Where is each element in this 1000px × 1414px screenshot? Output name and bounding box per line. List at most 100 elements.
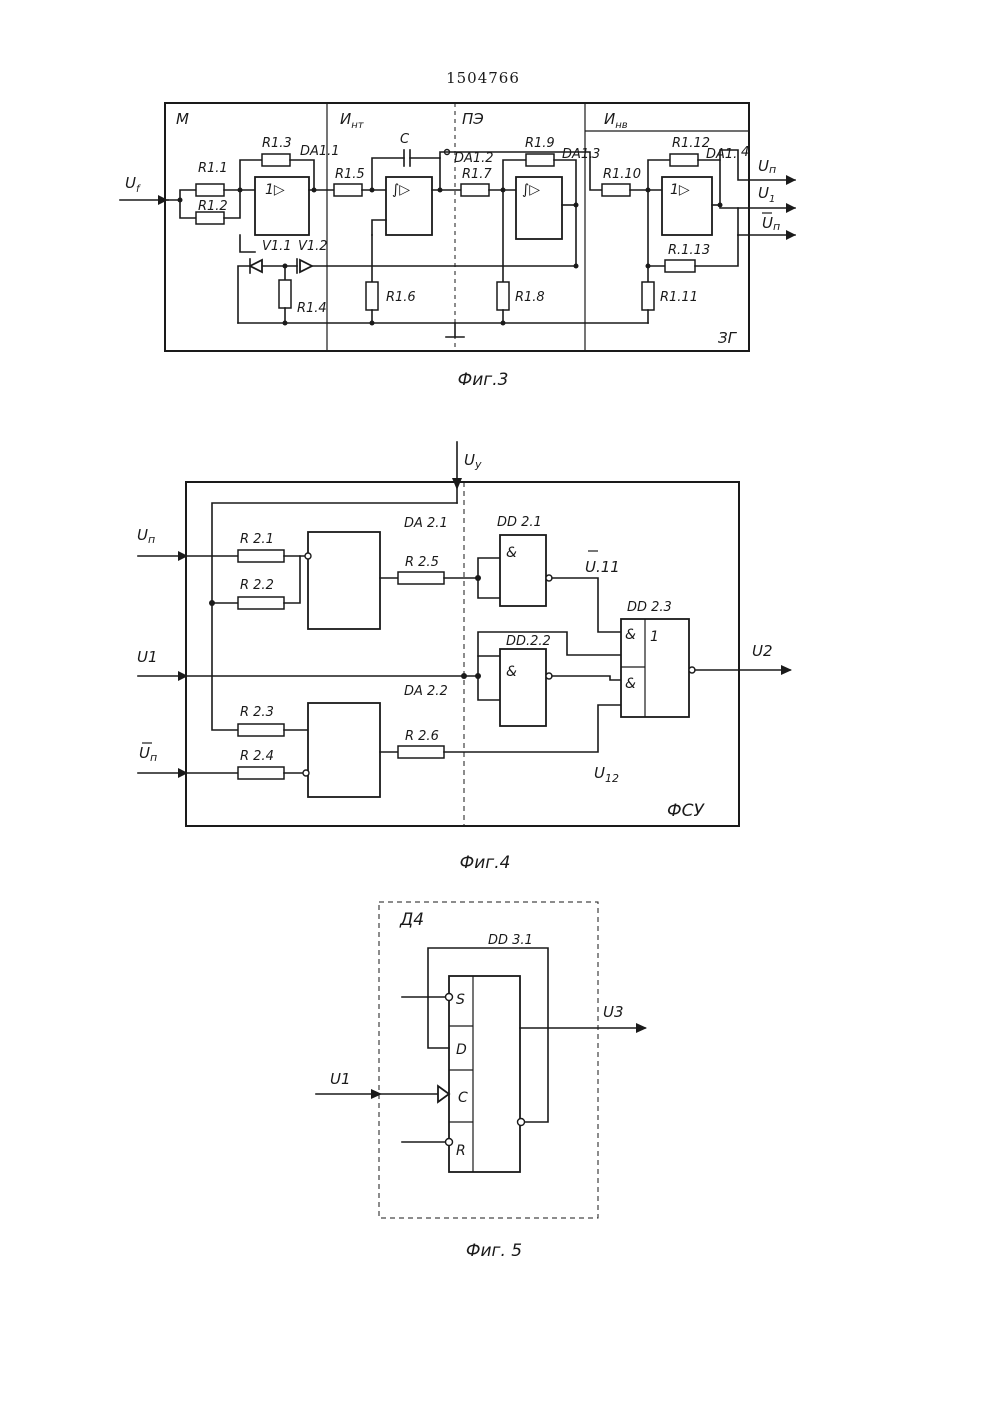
junction-dot	[312, 188, 317, 193]
gate-output-bubble	[546, 673, 552, 679]
u1-input-label: U1	[137, 648, 158, 666]
amp-da1-1-label: DA1.1	[300, 144, 340, 159]
dd3-1-label: DD 3.1	[488, 933, 533, 948]
pin-d-label: D	[456, 1042, 467, 1058]
r1-3-label: R1.3	[262, 136, 292, 151]
gate-dd2-3-and-1: &	[625, 627, 636, 643]
inverting-input-bubble	[303, 770, 309, 776]
resistor-r1-5	[334, 184, 362, 196]
r1-8-label: R1.8	[515, 290, 545, 305]
r1-12-label: R1.12	[672, 136, 710, 151]
fig3-w36	[238, 266, 250, 323]
section-inv-label: Инв	[604, 110, 628, 131]
junction-dot	[461, 673, 467, 679]
r2-2-label: R 2.2	[240, 578, 274, 593]
resistor-r2-3	[238, 724, 284, 736]
resistor-r1-10	[602, 184, 630, 196]
inverting-input-bubble	[305, 553, 311, 559]
gate-dd2-2-symbol: &	[506, 664, 517, 680]
fig4-w12	[552, 578, 621, 632]
r2-5-label: R 2.5	[405, 555, 439, 570]
r2-3-label: R 2.3	[240, 705, 274, 720]
r1-11-label: R1.11	[660, 290, 698, 305]
gate-dd2-3-or: 1	[650, 629, 659, 645]
u2-output-label: U2	[752, 642, 773, 660]
gate-dd2-1-symbol: &	[506, 545, 517, 561]
fig3-output-2-label: U1	[758, 184, 775, 205]
fig3-output-1-label: Uп	[758, 157, 776, 176]
fig5-caption: Фиг. 5	[466, 1241, 522, 1261]
fig4-w15	[552, 676, 621, 680]
resistor-r1-8	[497, 282, 509, 310]
resistor-r1-4	[279, 280, 291, 308]
junction-dot	[178, 198, 183, 203]
section-m-label: М	[176, 110, 189, 128]
amp-da1-4-symbol: 1▷	[670, 182, 690, 198]
fig4-caption: Фиг.4	[460, 853, 511, 873]
fig3-input-arrow	[158, 195, 168, 205]
fig4-schematic: ФСУ Uу DA 2.1 DA 2.2 Uп U1 Uп R 2.1 R 2.…	[137, 442, 792, 873]
page-number: 1504766	[446, 69, 520, 87]
diode-v1-2	[300, 260, 312, 272]
pin-s-label: S	[456, 992, 465, 1008]
resistor-r1-1	[196, 184, 224, 196]
fig3-output-3-label: Uп	[762, 214, 780, 233]
resistor-r1-3	[262, 154, 290, 166]
junction-dot	[438, 188, 443, 193]
resistor-r1-9	[526, 154, 554, 166]
resistor-r1-13	[665, 260, 695, 272]
uy-arrow	[452, 478, 462, 490]
resistor-r2-2	[238, 597, 284, 609]
junction-dot	[475, 575, 481, 581]
amp-da1-2-label: DA1.2	[454, 151, 494, 166]
fig4-w13	[478, 656, 500, 676]
u1-clock-arrow	[371, 1089, 382, 1099]
pin-r-label: R	[456, 1143, 466, 1159]
dd2-1-label: DD 2.1	[497, 515, 542, 530]
fig3-w14	[372, 220, 386, 235]
d4-label: Д4	[399, 910, 424, 930]
u2-output-arrow	[781, 665, 792, 675]
comparator-da2-2	[308, 703, 380, 797]
resistor-r1-12	[670, 154, 698, 166]
clock-triangle	[438, 1086, 449, 1102]
junction-dot	[718, 203, 723, 208]
r2-1-label: R 2.1	[240, 532, 274, 547]
gate-dd2-3-and-2: &	[625, 676, 636, 692]
r1-5-label: R1.5	[335, 167, 365, 182]
fig4-w3	[284, 556, 300, 603]
amp-da1-3-symbol: ∫▷	[522, 182, 540, 198]
resistor-r1-7	[461, 184, 489, 196]
fig3-w8	[240, 235, 255, 252]
dd2-2-label: DD.2.2	[506, 634, 551, 649]
amp-da1-2-symbol: ∫▷	[392, 182, 410, 198]
r1-9-label: R1.9	[525, 136, 555, 151]
resistor-r2-1	[238, 550, 284, 562]
junction-dot	[370, 321, 375, 326]
fig3-output-arrow-1	[786, 175, 796, 185]
un-input-label: Uп	[137, 526, 155, 546]
node-4-label: 4	[741, 145, 749, 160]
diode-v1-1	[250, 260, 262, 272]
s-input-bubble	[446, 994, 453, 1001]
d-feedback-wire	[428, 997, 449, 1048]
node-3-label: 3	[592, 147, 600, 162]
u12-label: U12	[594, 764, 619, 785]
pin-c-label: C	[458, 1090, 468, 1106]
unbar-input-label: Uп	[139, 744, 157, 764]
r2-4-label: R 2.4	[240, 749, 274, 764]
r1-13-label: R.1.13	[668, 243, 710, 258]
fig5-schematic: Д4 DD 3.1 S D C R U1 U3 Фиг. 5	[316, 902, 647, 1261]
v1-2-label: V1.2	[298, 239, 328, 254]
junction-dot	[209, 600, 215, 606]
amp-da1-3-label: DA1.	[562, 147, 593, 162]
resistor-r2-5	[398, 572, 444, 584]
capacitor-label: C	[400, 132, 410, 147]
fig3-w2	[180, 200, 196, 218]
fig4-w14	[478, 676, 500, 700]
amp-da1-1-symbol: 1▷	[265, 182, 285, 198]
r1-6-label: R1.6	[386, 290, 416, 305]
da2-1-label: DA 2.1	[404, 516, 448, 531]
q-bar-bubble	[518, 1119, 525, 1126]
